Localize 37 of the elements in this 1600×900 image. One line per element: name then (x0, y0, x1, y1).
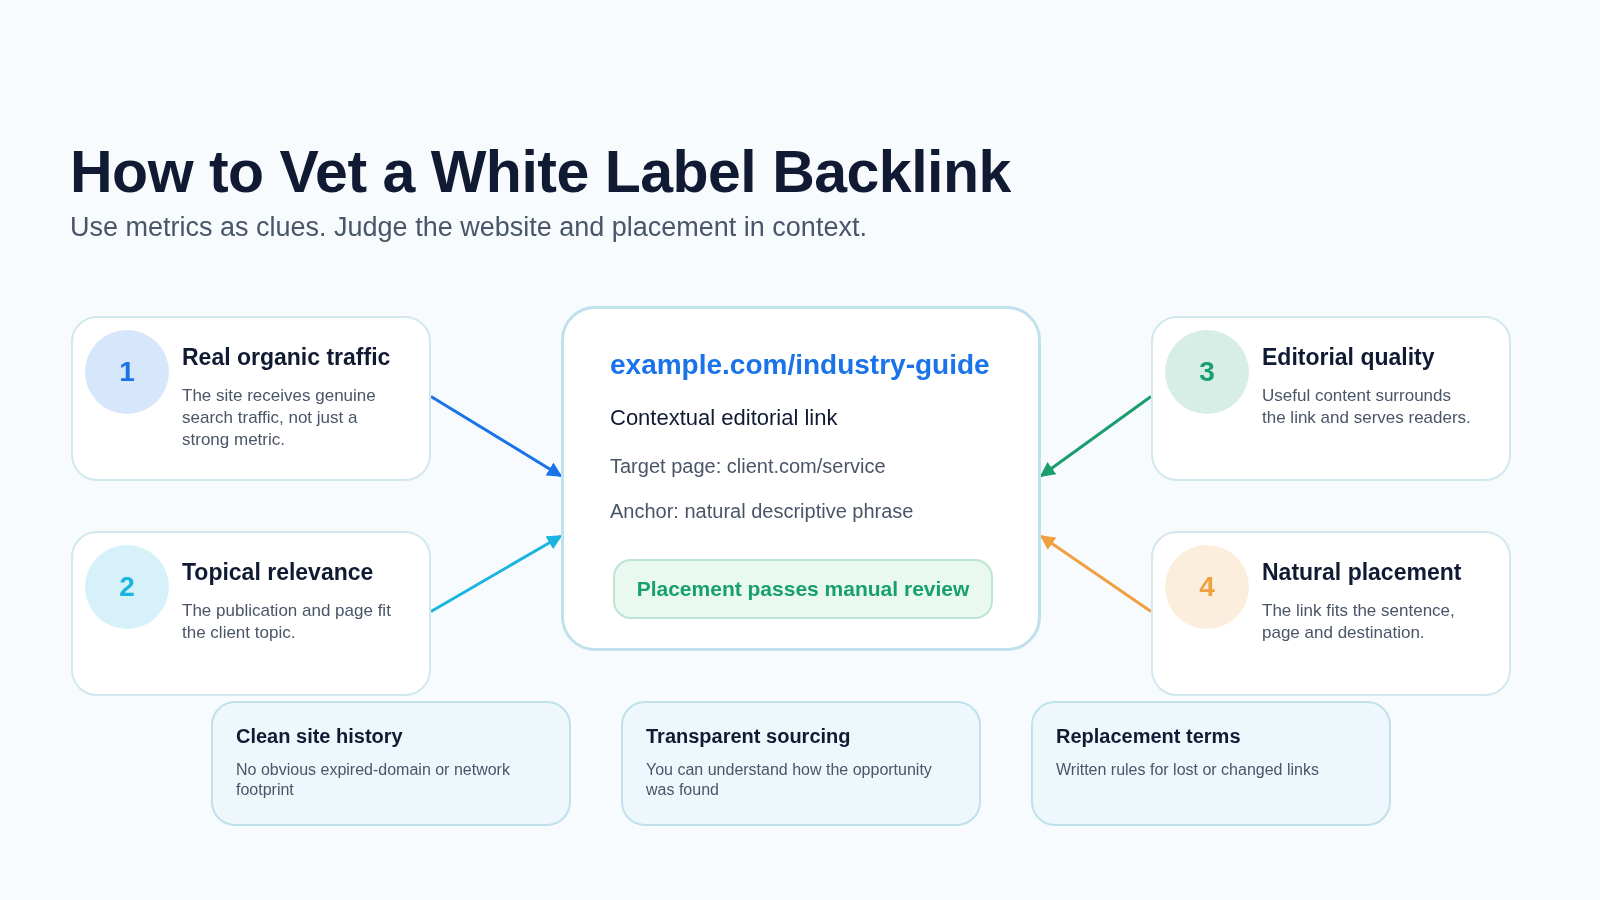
card-description: The site receives genuine search traffic, not just a strong metric. (182, 385, 377, 451)
number-circle: 2 (85, 545, 169, 629)
card-description: No obvious expired-domain or network footprint (236, 760, 511, 800)
criteria-card (211, 701, 571, 826)
card-description: The link fits the sentence, page and destination. (1262, 600, 1456, 644)
card-description: Useful content surrounds the link and serves readers. (1262, 385, 1472, 429)
arrow (430, 534, 563, 613)
arrow (1039, 534, 1152, 613)
criteria-card (621, 701, 981, 826)
card-description: The publication and page fit the client topic. (182, 600, 392, 644)
arrow (1039, 395, 1152, 478)
card-description: You can understand how the opportunity was found (646, 760, 933, 800)
link-preview-card (561, 306, 1041, 651)
link-type-text: Contextual editorial link (610, 405, 839, 431)
number-circle: 1 (85, 330, 169, 414)
card-title: Clean site history (236, 725, 404, 748)
detail-text: Anchor: natural descriptive phrase (610, 500, 915, 523)
diagram-title: How to Vet a White Label Backlink (70, 138, 1011, 206)
card-title: Natural placement (1262, 559, 1463, 586)
card-title: Topical relevance (182, 559, 375, 586)
feature-card (1151, 316, 1511, 481)
feature-card (71, 316, 431, 481)
card-title: Real organic traffic (182, 344, 392, 371)
card-title: Transparent sourcing (646, 725, 852, 748)
arrow (430, 395, 563, 478)
number-circle: 4 (1165, 545, 1249, 629)
subtitle: Use metrics as clues. Judge the website and placement in context. (70, 212, 867, 243)
feature-card (1151, 531, 1511, 696)
card-title: Replacement terms (1056, 725, 1242, 748)
card-description: Written rules for lost or changed links (1056, 760, 1320, 780)
url-text: example.com/industry-guide (610, 349, 991, 381)
number-circle: 3 (1165, 330, 1249, 414)
feature-card (71, 531, 431, 696)
detail-text: Target page: client.com/service (610, 455, 887, 478)
status-badge: Placement passes manual review (613, 559, 993, 619)
criteria-card (1031, 701, 1391, 826)
card-title: Editorial quality (1262, 344, 1436, 371)
